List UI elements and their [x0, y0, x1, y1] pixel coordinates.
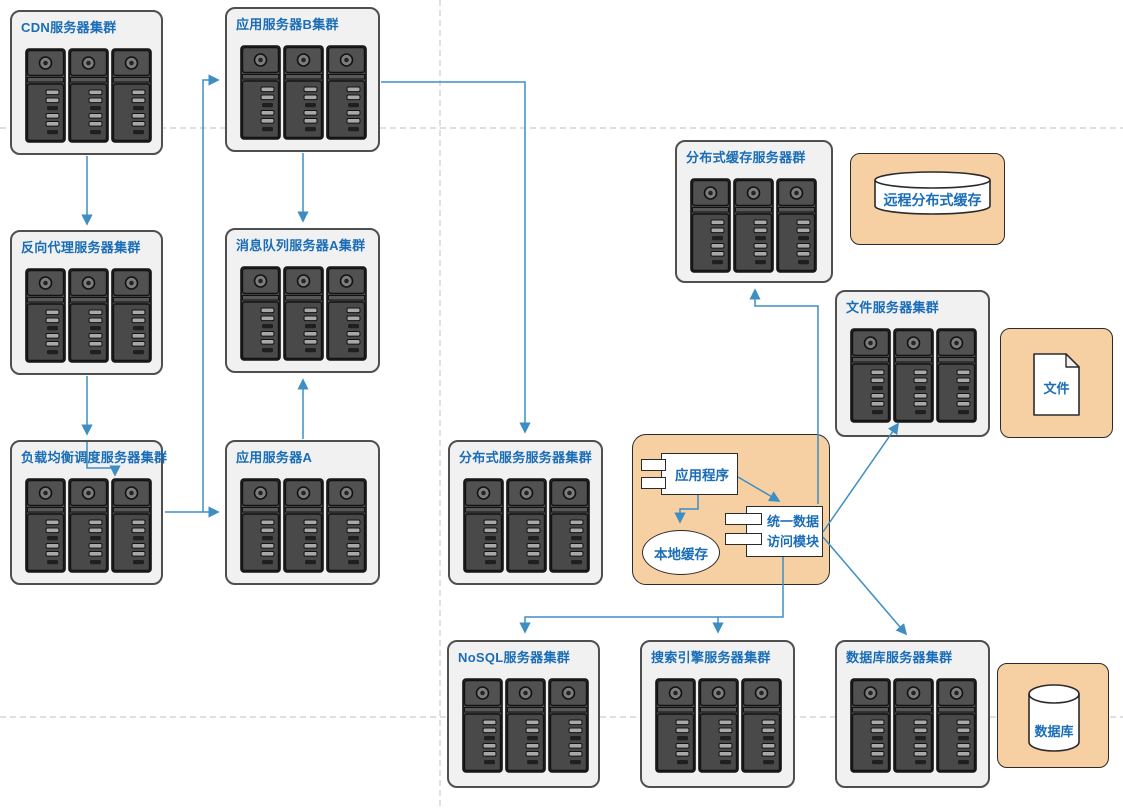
cluster-dist-service[interactable]: 分布式服务服务器集群 [448, 440, 603, 585]
rack-server-icon [283, 478, 324, 573]
rack-server-icon [733, 178, 774, 273]
rack-server-icon [111, 48, 152, 143]
rack-server-icon [283, 266, 324, 361]
rack-server-icon [240, 478, 281, 573]
component-tab-icon [725, 533, 762, 545]
rack-server-icon [741, 678, 782, 773]
rack-server-icon [240, 45, 281, 140]
rack-server-icon [283, 45, 324, 140]
rack-server-icon [936, 678, 977, 773]
rack-server-icon [549, 478, 590, 573]
rack-server-icon [240, 266, 281, 361]
cluster-title-search-engine: 搜索引擎服务器集群 [651, 650, 771, 665]
rack-server-icon [893, 678, 934, 773]
server-rack-group [850, 678, 977, 773]
application-module-group[interactable]: 应用程序 本地缓存 统一数据 访问模块 [632, 434, 830, 585]
server-rack-group [25, 48, 152, 143]
component-tab-icon [641, 459, 666, 471]
local-cache-label: 本地缓存 [654, 546, 708, 562]
server-rack-group [655, 678, 782, 773]
cluster-cdn[interactable]: CDN服务器集群 [10, 10, 163, 155]
cluster-title-app-b: 应用服务器B集群 [236, 17, 339, 32]
cluster-title-message-queue: 消息队列服务器A集群 [236, 238, 366, 253]
server-rack-group [240, 478, 367, 573]
server-rack-group [240, 266, 367, 361]
cluster-title-load-balancer: 负载均衡调度服务器集群 [21, 450, 168, 465]
file-label: 文件 [1043, 381, 1070, 396]
unified-module-label-line2: 访问模块 [767, 533, 820, 549]
rack-server-icon [655, 678, 696, 773]
rack-server-icon [698, 678, 739, 773]
component-tab-icon [641, 477, 666, 489]
rack-server-icon [462, 678, 503, 773]
database-cylinder-icon: 数据库 [1028, 684, 1080, 752]
local-cache-ellipse[interactable]: 本地缓存 [642, 530, 720, 575]
server-rack-group [690, 178, 817, 273]
server-rack-group [463, 478, 590, 573]
cluster-dist-cache[interactable]: 分布式缓存服务器群 [675, 140, 833, 283]
rack-server-icon [25, 268, 66, 363]
rack-server-icon [850, 678, 891, 773]
rack-server-icon [893, 328, 934, 423]
cluster-title-cdn: CDN服务器集群 [21, 20, 117, 35]
cache-cylinder-icon: 远程分布式缓存 [874, 171, 991, 215]
application-component[interactable]: 应用程序 [661, 453, 738, 495]
application-label: 应用程序 [675, 468, 729, 483]
unified-module-label-line1: 统一数据 [767, 513, 820, 529]
server-rack-group [25, 268, 152, 363]
cluster-app-a[interactable]: 应用服务器A [225, 440, 380, 585]
rack-server-icon [326, 478, 367, 573]
rack-server-icon [68, 268, 109, 363]
rack-server-icon [776, 178, 817, 273]
rack-server-icon [111, 268, 152, 363]
cluster-title-database: 数据库服务器集群 [846, 650, 953, 665]
rack-server-icon [111, 478, 152, 573]
cluster-title-app-a: 应用服务器A [236, 450, 313, 465]
database-label: 数据库 [1034, 724, 1074, 739]
cluster-title-reverse-proxy: 反向代理服务器集群 [21, 240, 141, 255]
component-tab-icon [725, 513, 762, 525]
rack-server-icon [326, 45, 367, 140]
remote-cache-group[interactable]: 远程分布式缓存 [850, 153, 1005, 245]
server-rack-group [850, 328, 977, 423]
file-document-icon: 文件 [1033, 353, 1080, 416]
rack-server-icon [548, 678, 589, 773]
cluster-load-balancer[interactable]: 负载均衡调度服务器集群 [10, 440, 167, 585]
rack-server-icon [850, 328, 891, 423]
cluster-app-b[interactable]: 应用服务器B集群 [225, 7, 380, 152]
cluster-database[interactable]: 数据库服务器集群 [835, 640, 990, 788]
cluster-nosql[interactable]: NoSQL服务器集群 [447, 640, 600, 788]
cluster-message-queue[interactable]: 消息队列服务器A集群 [225, 228, 380, 373]
rack-server-icon [326, 266, 367, 361]
rack-server-icon [506, 478, 547, 573]
database-group[interactable]: 数据库 [997, 663, 1109, 768]
cluster-title-dist-service: 分布式服务服务器集群 [459, 450, 593, 465]
cluster-search-engine[interactable]: 搜索引擎服务器集群 [640, 640, 795, 788]
cluster-title-dist-cache: 分布式缓存服务器群 [686, 150, 806, 165]
server-rack-group [25, 478, 152, 573]
rack-server-icon [25, 478, 66, 573]
cluster-title-file-server: 文件服务器集群 [846, 300, 940, 315]
rack-server-icon [463, 478, 504, 573]
rack-server-icon [690, 178, 731, 273]
rack-server-icon [68, 478, 109, 573]
file-group[interactable]: 文件 [1000, 328, 1113, 438]
rack-server-icon [68, 48, 109, 143]
rack-server-icon [936, 328, 977, 423]
server-rack-group [240, 45, 367, 140]
cluster-reverse-proxy[interactable]: 反向代理服务器集群 [10, 230, 163, 375]
rack-server-icon [25, 48, 66, 143]
remote-cache-label: 远程分布式缓存 [883, 192, 982, 208]
cluster-title-nosql: NoSQL服务器集群 [458, 650, 571, 665]
rack-server-icon [505, 678, 546, 773]
server-rack-group [462, 678, 589, 773]
cluster-file-server[interactable]: 文件服务器集群 [835, 290, 990, 437]
